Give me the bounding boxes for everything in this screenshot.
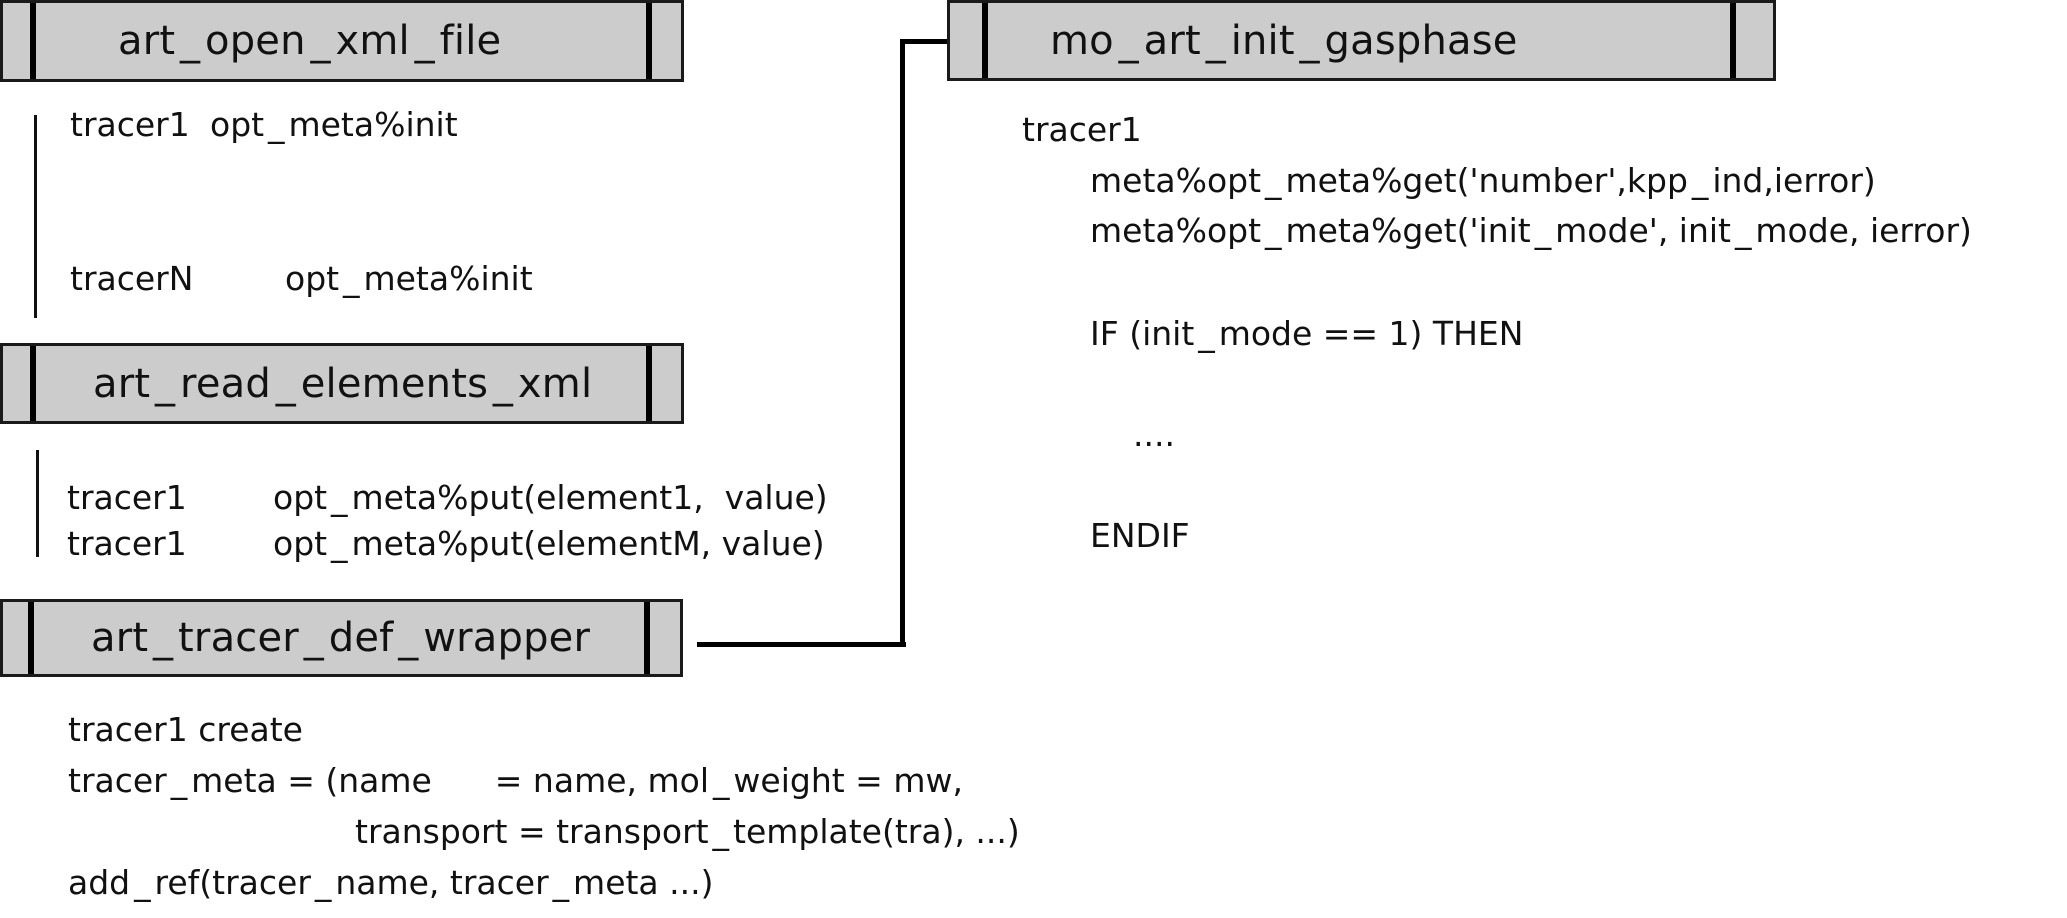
connector-horizontal-bottom <box>697 642 906 647</box>
code-line: ENDIF <box>1090 516 1190 555</box>
routine-title: art_read_elements_xml <box>93 360 593 407</box>
routine-box-art-read-elements-xml: art_read_elements_xml <box>0 343 684 424</box>
connector-horizontal-top <box>900 39 950 44</box>
code-line: meta%opt_meta%get('init_mode', init_mode… <box>1090 211 1972 250</box>
routine-title: mo_art_init_gasphase <box>1050 17 1518 64</box>
code-line: .... <box>1133 415 1175 454</box>
tracer-call: opt_meta%init <box>285 259 533 298</box>
scope-line <box>34 115 37 318</box>
code-line: tracer1 create <box>68 710 303 749</box>
box-left-bar <box>982 3 988 78</box>
routine-title: art_tracer_def_wrapper <box>91 615 591 661</box>
box-right-bar <box>644 602 650 674</box>
code-line: transport = transport_template(tra), ...… <box>355 812 1020 851</box>
scope-line <box>36 450 39 557</box>
routine-box-art-tracer-def-wrapper: art_tracer_def_wrapper <box>0 599 683 677</box>
tracer-label: tracer1 <box>67 478 187 517</box>
box-left-bar <box>30 346 36 421</box>
box-right-bar <box>646 346 652 421</box>
box-left-bar <box>30 3 36 79</box>
tracer-label: tracer1 <box>67 524 187 563</box>
routine-box-art-open-xml-file: art_open_xml_file <box>0 0 684 82</box>
connector-vertical <box>900 39 905 647</box>
code-line: add_ref(tracer_name, tracer_meta ...) <box>68 863 714 902</box>
tracer-call: opt_meta%init <box>210 105 458 144</box>
code-line: meta%opt_meta%get('number',kpp_ind,ierro… <box>1090 161 1876 200</box>
box-left-bar <box>28 602 34 674</box>
tracer-call: opt_meta%put(element1, value) <box>273 478 828 517</box>
tracer-label: tracer1 <box>70 105 190 144</box>
tracer-call: opt_meta%put(elementM, value) <box>273 524 825 563</box>
box-right-bar <box>1730 3 1736 78</box>
tracer-label: tracer1 <box>1022 110 1142 149</box>
code-line: IF (init_mode == 1) THEN <box>1090 314 1524 353</box>
routine-box-mo-art-init-gasphase: mo_art_init_gasphase <box>947 0 1776 81</box>
code-line: tracer_meta = (name = name, mol_weight =… <box>68 761 963 800</box>
routine-title: art_open_xml_file <box>118 18 502 64</box>
tracer-label: tracerN <box>70 259 194 298</box>
box-right-bar <box>646 3 652 79</box>
